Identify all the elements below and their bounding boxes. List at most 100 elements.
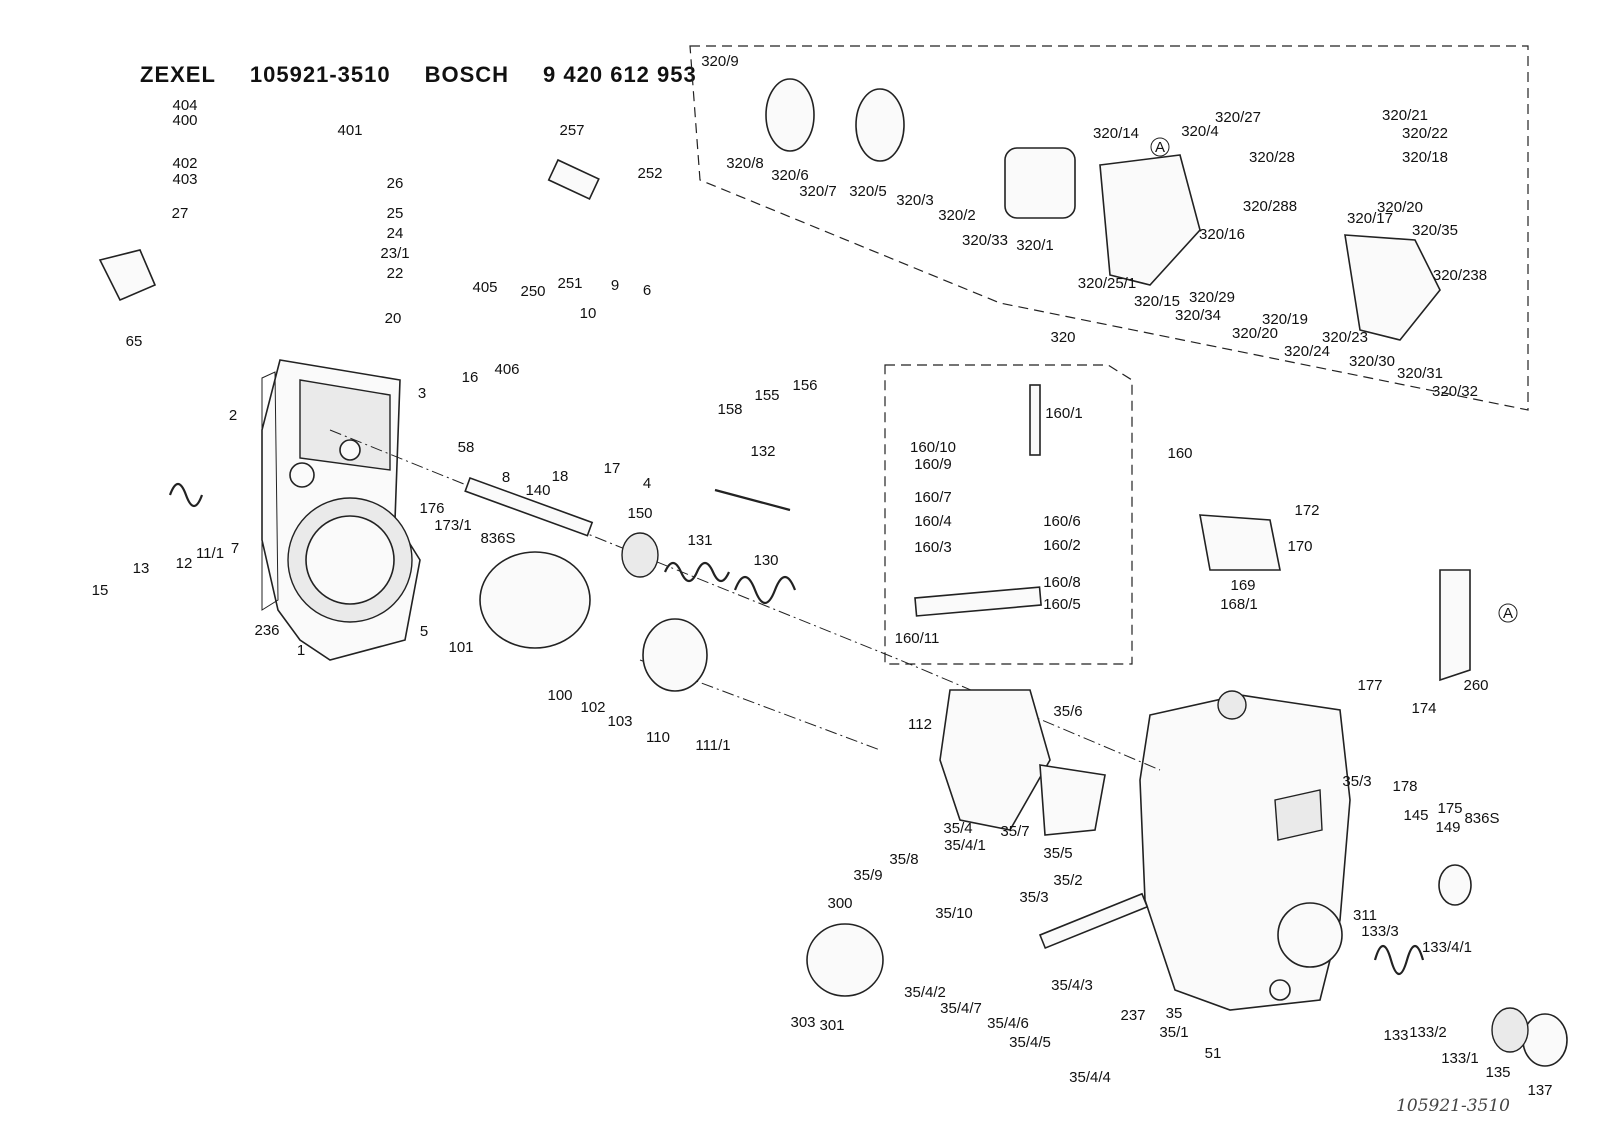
callout-label: 7 xyxy=(231,540,239,557)
sleeve-110-part xyxy=(642,618,708,692)
callout-label: 9 xyxy=(611,277,619,294)
spring-132-part xyxy=(714,488,791,512)
callout-label: 320/15 xyxy=(1134,293,1180,310)
callout-label: 311 xyxy=(1353,907,1377,924)
cap-149-part xyxy=(1438,864,1472,906)
callout-label: 160/11 xyxy=(895,630,940,647)
callout-label: 130 xyxy=(753,552,778,569)
callout-label: 320/6 xyxy=(771,167,809,184)
callout-label: 101 xyxy=(448,639,473,656)
callout-label: 836S xyxy=(1464,810,1499,827)
callout-label: 252 xyxy=(637,165,662,182)
flyweight-holder-part xyxy=(479,551,591,649)
callout-label: 25 xyxy=(387,205,404,222)
callout-label: 320/28 xyxy=(1249,149,1295,166)
callout-label: 133/3 xyxy=(1361,923,1399,940)
callout-label: 111/1 xyxy=(695,737,730,754)
callout-label: 177 xyxy=(1357,677,1382,694)
callout-label: 160 xyxy=(1167,445,1192,462)
lever-260-part xyxy=(1439,569,1471,682)
callout-label: 320/19 xyxy=(1262,311,1308,328)
callout-label: 20 xyxy=(385,310,402,327)
callout-label: 35/2 xyxy=(1053,872,1082,889)
callout-label: 836S xyxy=(480,530,515,547)
reference-marker-circle xyxy=(1498,603,1518,623)
callout-label: 320/20 xyxy=(1377,199,1423,216)
callout-label: 320/20 xyxy=(1232,325,1278,342)
callout-label: 58 xyxy=(458,439,475,456)
callout-label: 237 xyxy=(1120,1007,1145,1024)
callout-label: 160/3 xyxy=(914,539,952,556)
callout-label: 320/4 xyxy=(1181,123,1219,140)
governor-cover-part xyxy=(1139,690,1351,1011)
callout-label: 320/14 xyxy=(1093,125,1139,142)
gasket-236-part xyxy=(261,371,279,611)
callout-label: 174 xyxy=(1411,700,1436,717)
callout-label: 320/7 xyxy=(799,183,837,200)
callout-label: 3 xyxy=(418,385,426,402)
brand-bosch: BOSCH xyxy=(424,62,510,87)
housing-320-14-part xyxy=(1099,154,1201,286)
diaphragm-320-6-part xyxy=(765,78,815,152)
callout-label: 16 xyxy=(462,369,479,386)
callout-label: 5 xyxy=(420,623,428,640)
callout-label: 301 xyxy=(819,1017,844,1034)
callout-label: 160/8 xyxy=(1043,574,1081,591)
callout-label: 160/4 xyxy=(914,513,952,530)
callout-label: 133/4/1 xyxy=(1422,939,1472,956)
callout-label: 320/238 xyxy=(1433,267,1487,284)
handwritten-part-note: 105921-3510 xyxy=(1396,1096,1510,1116)
callout-label: 172 xyxy=(1294,502,1319,519)
callout-label: 257 xyxy=(559,122,584,139)
callout-label: 175 xyxy=(1437,800,1462,817)
callout-label: 320/34 xyxy=(1175,307,1221,324)
callout-label: 320/24 xyxy=(1284,343,1330,360)
pin-160-1-part xyxy=(1029,384,1041,456)
callout-label: 160/2 xyxy=(1043,537,1081,554)
callout-label: 160/6 xyxy=(1043,513,1081,530)
callout-label: 145 xyxy=(1403,807,1428,824)
callout-label: 137 xyxy=(1527,1082,1552,1099)
callout-label: 320 xyxy=(1050,329,1075,346)
callout-label: 135 xyxy=(1485,1064,1510,1081)
callout-label: 405 xyxy=(472,279,497,296)
callout-label: 300 xyxy=(827,895,852,912)
brand-zexel: ZEXEL xyxy=(140,62,216,87)
shaft-140-part xyxy=(464,476,594,537)
callout-label: 35/4/2 xyxy=(904,984,946,1001)
cap-65-part xyxy=(98,249,157,302)
callout-label: 260 xyxy=(1463,677,1488,694)
callout-label: 320/8 xyxy=(726,155,764,172)
spring-130-part xyxy=(733,575,797,605)
callout-label: 160/1 xyxy=(1045,405,1083,422)
callout-label: 320/35 xyxy=(1412,222,1458,239)
callout-label: 155 xyxy=(754,387,779,404)
callout-label: 320/29 xyxy=(1189,289,1235,306)
callout-label: 160/10 xyxy=(910,439,956,456)
callout-label: 12 xyxy=(176,555,193,572)
callout-label: 1 xyxy=(297,642,305,659)
callout-label: 35/5 xyxy=(1043,845,1072,862)
callout-label: 320/1 xyxy=(1016,237,1054,254)
washer-150-part xyxy=(621,532,659,578)
callout-label: 320/33 xyxy=(962,232,1008,249)
callout-label: 320/3 xyxy=(896,192,934,209)
cap-137-part xyxy=(1522,1013,1568,1067)
callout-label: 320/21 xyxy=(1382,107,1428,124)
callout-label: 160/5 xyxy=(1043,596,1081,613)
callout-label: 320/22 xyxy=(1402,125,1448,142)
callout-label: 35/10 xyxy=(935,905,973,922)
callout-label: 251 xyxy=(557,275,582,292)
callout-label: 320/9 xyxy=(701,53,739,70)
callout-label: 178 xyxy=(1392,778,1417,795)
callout-label: 51 xyxy=(1205,1045,1222,1062)
callout-label: 6 xyxy=(643,282,651,299)
tension-lever-part xyxy=(939,689,1051,831)
callout-label: A xyxy=(1155,139,1165,156)
callout-label: 35/9 xyxy=(853,867,882,884)
callout-label: 8 xyxy=(502,469,510,486)
callout-label: 160/7 xyxy=(914,489,952,506)
bracket-35-5-part xyxy=(1039,764,1106,836)
